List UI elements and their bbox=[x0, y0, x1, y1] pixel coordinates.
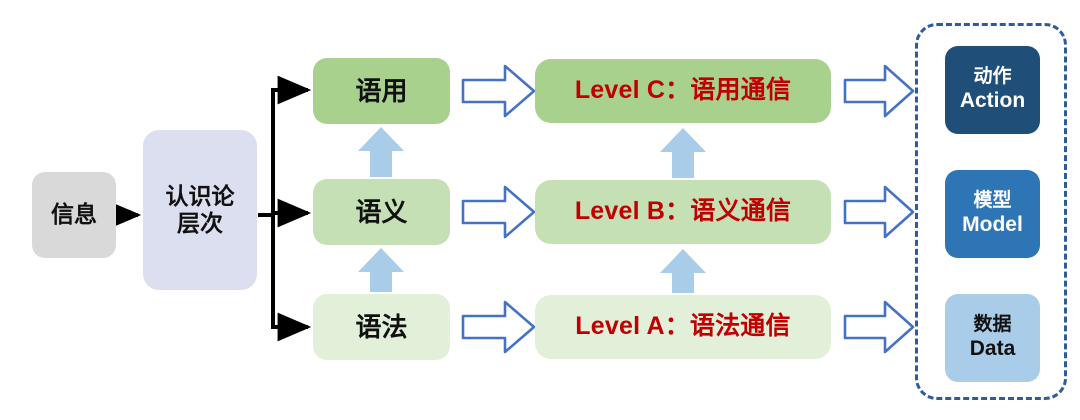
block-arrow-level-a-to-data bbox=[843, 300, 915, 354]
block-arrow-syntax-to-level-a bbox=[461, 300, 536, 354]
epistemic-label-line2: 层次 bbox=[177, 210, 223, 236]
level-node-b[interactable]: Level B：语义通信 bbox=[535, 180, 831, 244]
block-arrow-level-b-to-model bbox=[843, 185, 915, 239]
epistemic-label-line1: 认识论 bbox=[165, 182, 235, 209]
outcome-group-container bbox=[915, 23, 1067, 400]
outcome-data-label-en: Data bbox=[969, 337, 1016, 361]
level-node-a[interactable]: Level A：语法通信 bbox=[535, 295, 831, 359]
information-node[interactable]: 信息 bbox=[32, 172, 116, 258]
block-arrow-level-c-to-action bbox=[843, 64, 915, 118]
epistemic-level-node[interactable]: 认识论 层次 bbox=[143, 130, 257, 290]
outcome-node-data[interactable]: 数据 Data bbox=[945, 294, 1040, 382]
block-arrow-semantics-to-level-b bbox=[461, 185, 536, 239]
up-arrow-semantics-to-pragmatics bbox=[358, 127, 404, 177]
layer-node-syntax[interactable]: 语法 bbox=[313, 294, 450, 360]
layer-node-semantics[interactable]: 语义 bbox=[313, 179, 450, 245]
outcome-model-label-en: Model bbox=[962, 213, 1023, 237]
outcome-node-action[interactable]: 动作 Action bbox=[945, 46, 1040, 134]
outcome-data-label-cn: 数据 bbox=[973, 313, 1012, 335]
outcome-action-label-en: Action bbox=[959, 89, 1026, 113]
up-arrow-level-b-to-level-c bbox=[660, 128, 706, 178]
outcome-model-label-cn: 模型 bbox=[973, 189, 1012, 211]
outcome-action-label-cn: 动作 bbox=[973, 65, 1012, 87]
level-node-c[interactable]: Level C：语用通信 bbox=[535, 59, 831, 123]
block-arrow-pragmatics-to-level-c bbox=[461, 64, 536, 118]
layer-node-pragmatics[interactable]: 语用 bbox=[313, 58, 450, 124]
epistemic-label: 认识论 层次 bbox=[166, 183, 235, 237]
up-arrow-syntax-to-semantics bbox=[358, 248, 404, 292]
up-arrow-level-a-to-level-b bbox=[660, 249, 706, 293]
outcome-node-model[interactable]: 模型 Model bbox=[945, 170, 1040, 258]
